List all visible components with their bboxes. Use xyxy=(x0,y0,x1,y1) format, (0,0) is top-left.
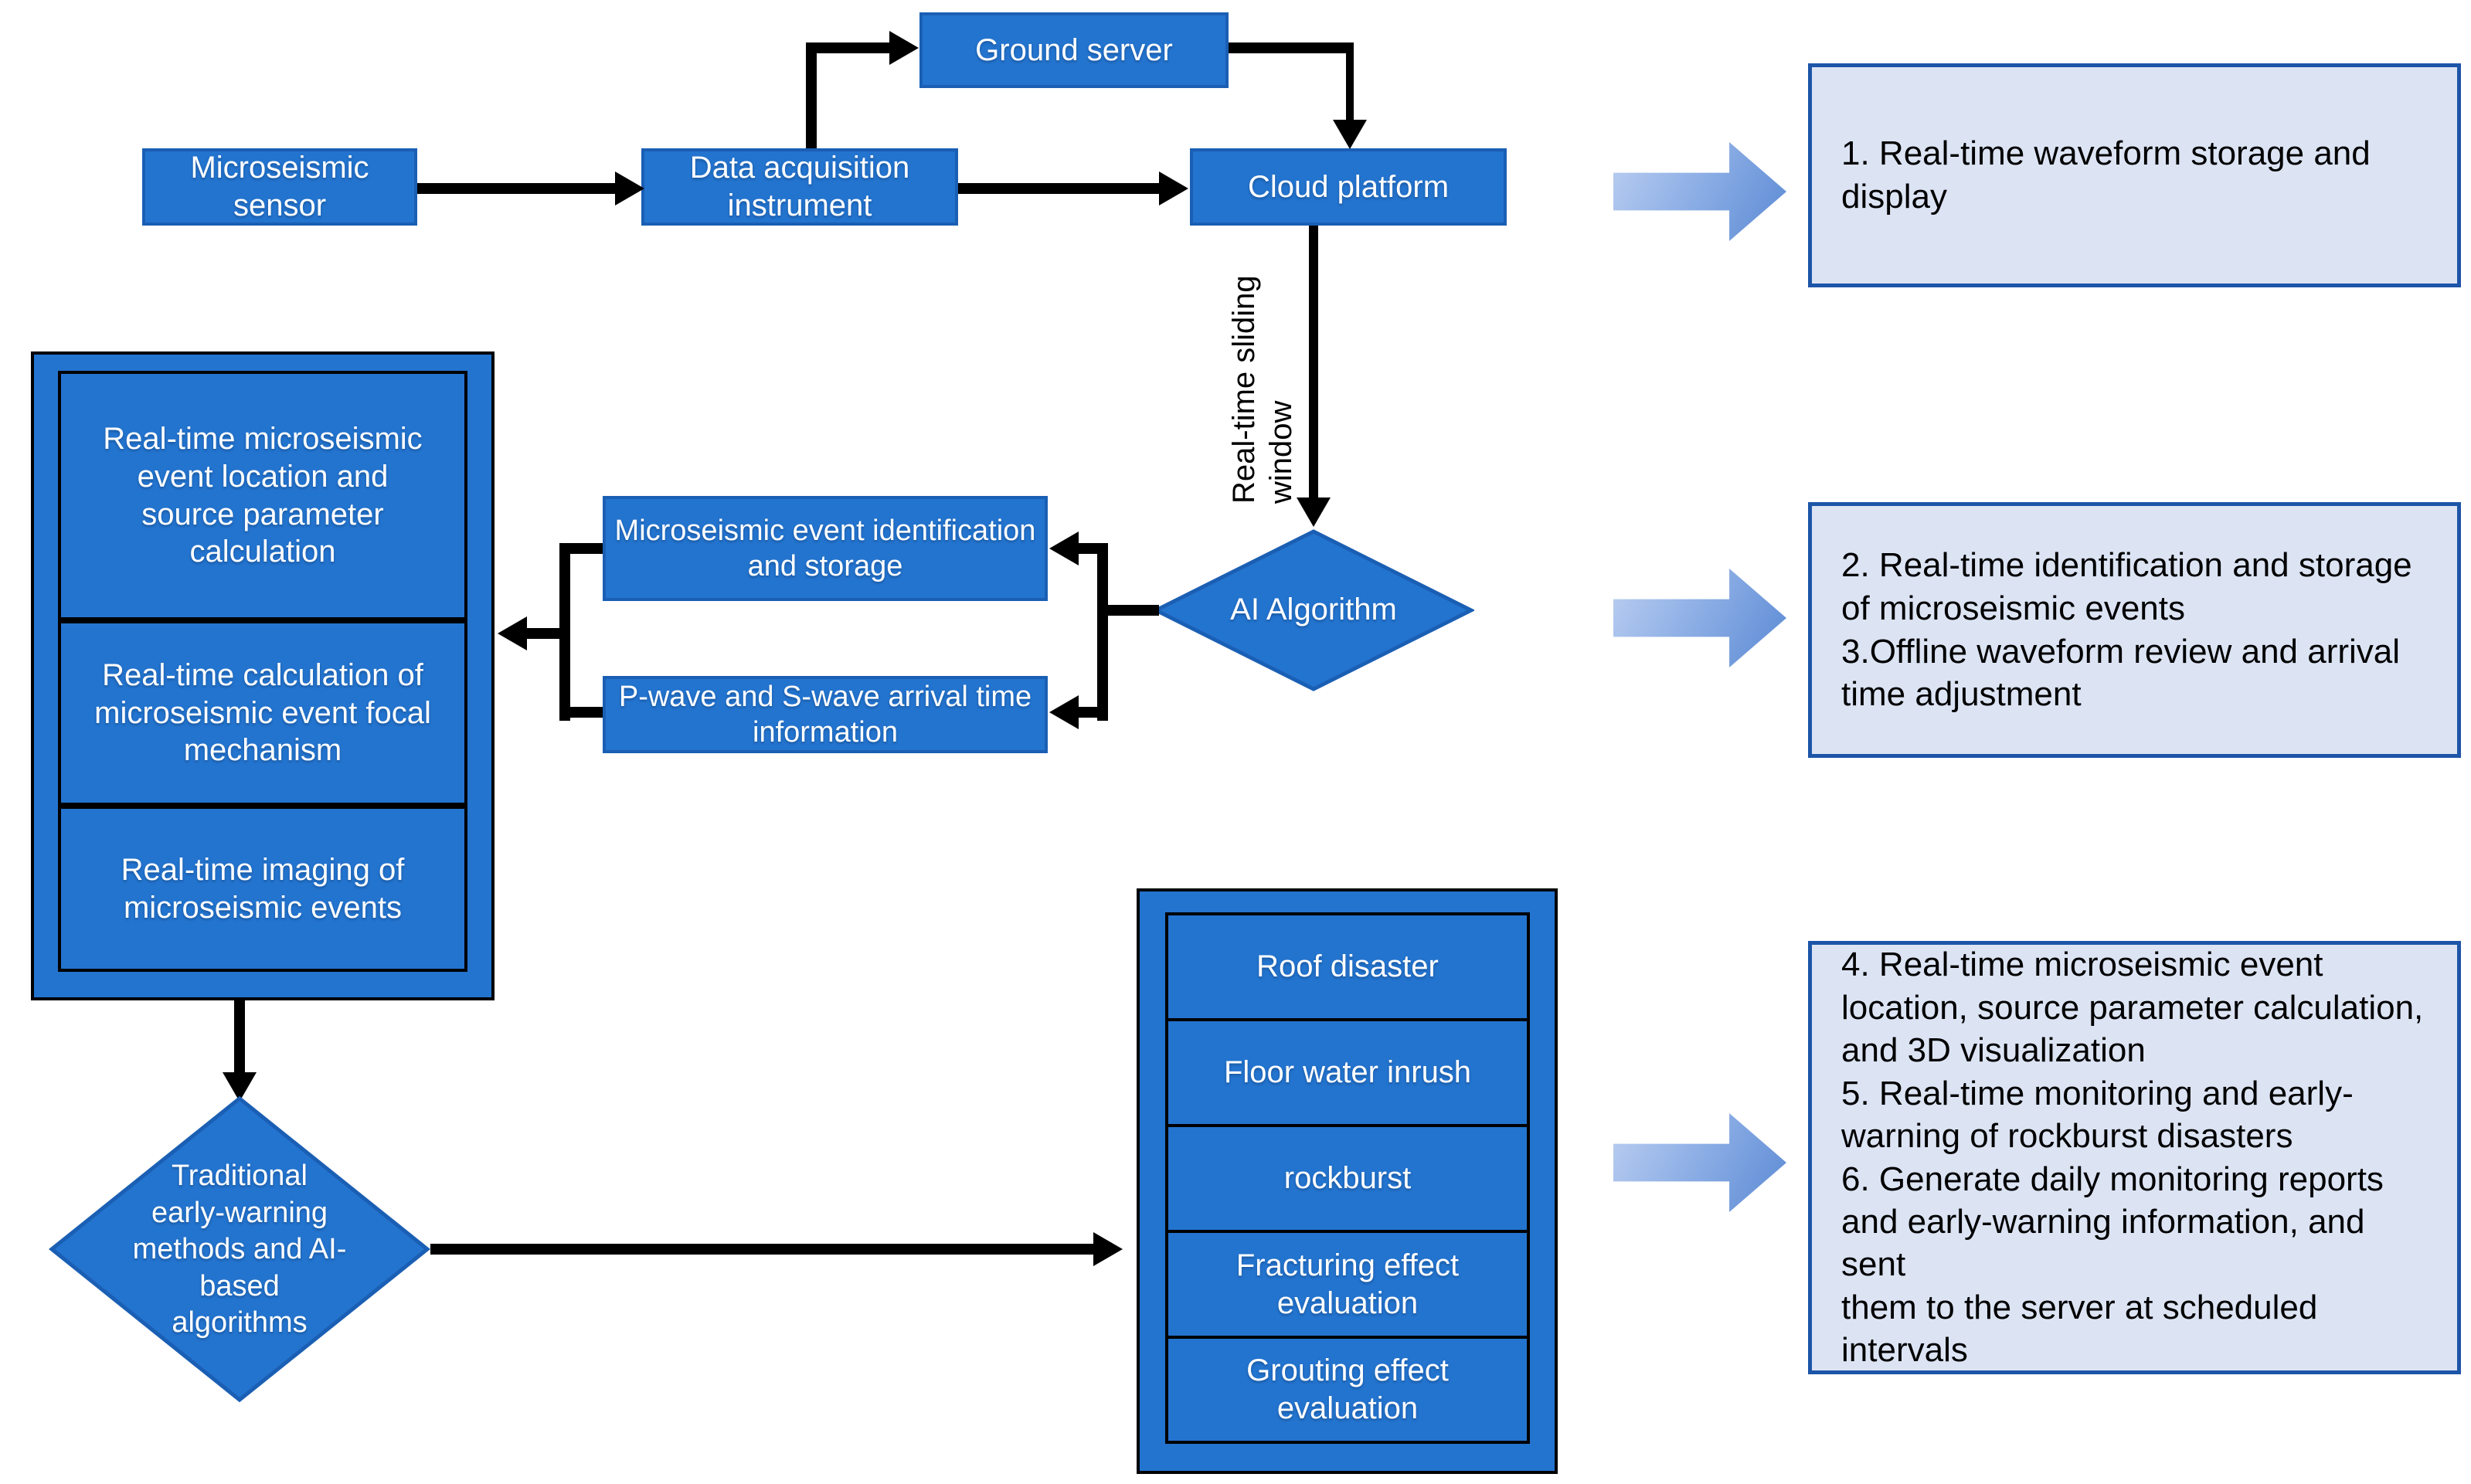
node-pwave-swave: P-wave and S-wave arrival time informati… xyxy=(603,676,1048,753)
diamond-decision xyxy=(49,1095,430,1403)
arrow-shaft-vertical xyxy=(806,48,817,148)
arrowhead-down-icon xyxy=(1333,120,1367,149)
cell-label: Real-time microseismic event location an… xyxy=(103,421,423,569)
cell-label: Roof disaster xyxy=(1256,949,1439,984)
panel-outcome-4-5-6: 4. Real-time microseismic event location… xyxy=(1808,941,2461,1374)
arrow-shaft-vertical xyxy=(234,1000,245,1074)
arrowhead-left-icon xyxy=(1049,695,1079,729)
cell-label: Fracturing effect evaluation xyxy=(1236,1248,1460,1320)
arrow-shaft xyxy=(417,183,617,194)
panel-text: 1. Real-time waveform storage and displa… xyxy=(1841,134,2371,216)
panel-text: 4. Real-time microseismic event location… xyxy=(1841,946,2424,1370)
cell-real-time-imaging: Real-time imaging of microseismic events xyxy=(58,806,467,972)
cell-label: Grouting effect evaluation xyxy=(1246,1353,1449,1425)
node-label: Microseismic event identification and st… xyxy=(614,514,1036,582)
cell-event-location: Real-time microseismic event location an… xyxy=(58,371,467,620)
panel-outcome-1: 1. Real-time waveform storage and displa… xyxy=(1808,63,2461,287)
connector-stub-bottom xyxy=(570,707,603,718)
cell-rockburst: rockburst xyxy=(1165,1124,1530,1233)
node-data-acquisition-instrument: Data acquisition instrument xyxy=(641,148,958,226)
connector-mid-shaft xyxy=(527,628,559,639)
cell-label: Real-time calculation of microseismic ev… xyxy=(94,657,431,768)
arrowhead-left-icon xyxy=(1049,531,1079,565)
node-label: Ground server xyxy=(975,32,1173,67)
node-cloud-platform: Cloud platform xyxy=(1190,148,1507,226)
arrow-shaft xyxy=(430,1244,1093,1255)
arrowhead-right-icon xyxy=(615,171,644,205)
panel-outcome-2-3: 2. Real-time identification and storage … xyxy=(1808,502,2461,758)
connector-stub-bottom xyxy=(1079,707,1097,718)
diamond-ai-algorithm xyxy=(1153,529,1474,691)
cell-focal-mechanism: Real-time calculation of microseismic ev… xyxy=(58,620,467,806)
node-label: Data acquisition instrument xyxy=(689,151,910,222)
node-ground-server: Ground server xyxy=(919,12,1229,88)
cell-roof-disaster: Roof disaster xyxy=(1165,912,1530,1021)
cell-fracturing-effect: Fracturing effect evaluation xyxy=(1165,1230,1530,1339)
node-label: Microseismic sensor xyxy=(190,151,369,222)
panel-text: 2. Real-time identification and storage … xyxy=(1841,545,2412,714)
connector-horizontal xyxy=(1108,605,1159,616)
arrow-shaft-vertical xyxy=(1346,42,1354,121)
block-arrow-1-icon xyxy=(1613,142,1786,241)
arrowhead-right-icon xyxy=(889,31,919,65)
edge-label-real-time-sliding-window: Real-time sliding window xyxy=(1227,275,1298,504)
diamond-ai-algorithm-label: AI Algorithm xyxy=(1230,593,1397,627)
arrow-shaft-vertical xyxy=(1309,226,1318,497)
cell-floor-water-inrush: Floor water inrush xyxy=(1165,1018,1530,1127)
node-label: P-wave and S-wave arrival time informati… xyxy=(618,680,1032,749)
cell-label: Floor water inrush xyxy=(1223,1055,1472,1090)
node-event-identification: Microseismic event identification and st… xyxy=(603,496,1048,601)
node-label: Cloud platform xyxy=(1247,169,1450,204)
arrowhead-right-icon xyxy=(1159,171,1188,205)
diamond-decision-label: Traditional early-warning methods and AI… xyxy=(132,1160,347,1340)
arrowhead-right-icon xyxy=(1093,1232,1123,1266)
block-arrow-2-icon xyxy=(1613,569,1786,667)
cell-label: Real-time imaging of microseismic events xyxy=(121,852,405,925)
block-arrow-3-icon xyxy=(1613,1113,1786,1212)
arrowhead-left-icon xyxy=(498,616,527,650)
connector-trunk xyxy=(559,543,570,721)
cell-label: rockburst xyxy=(1283,1161,1412,1196)
connector-stub-top xyxy=(1079,543,1097,554)
node-microseismic-sensor: Microseismic sensor xyxy=(142,148,417,226)
arrow-shaft-horizontal xyxy=(806,42,891,53)
arrow-shaft xyxy=(958,183,1161,194)
connector-trunk xyxy=(1097,543,1108,721)
connector-stub-top xyxy=(570,543,603,554)
arrow-shaft-horizontal xyxy=(1229,42,1352,53)
arrowhead-down-icon xyxy=(1297,497,1331,527)
cell-grouting-effect: Grouting effect evaluation xyxy=(1165,1336,1530,1444)
